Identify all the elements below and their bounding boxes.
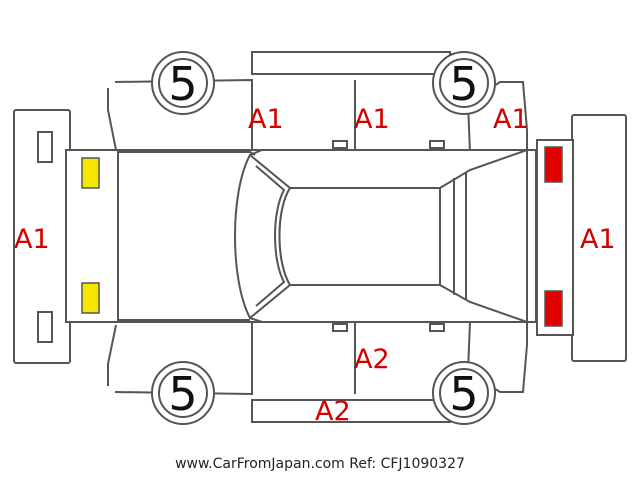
tire-front-left: 5 [151, 51, 215, 115]
roof [278, 187, 441, 286]
code-lower-door: A2 [354, 344, 390, 375]
upper-door-handle-front [332, 140, 348, 149]
code-roof-rear: A1 [493, 104, 529, 135]
watermark-text: www.CarFromJapan.com Ref: CFJ1090327 [175, 456, 465, 472]
tire-tread-value-front-left: 5 [168, 57, 197, 111]
upper-side-sill [251, 51, 451, 75]
upper-door-handle-rear [429, 140, 445, 149]
lower-door-handle-front [332, 323, 348, 332]
lower-door-handle-rear [429, 323, 445, 332]
code-side-sill: A2 [315, 396, 351, 427]
tire-tread-value-front-right: 5 [168, 367, 197, 421]
a-pillar-top [249, 149, 263, 156]
rear-window [439, 148, 528, 324]
a-pillar-bottom [249, 317, 263, 323]
code-front-bumper: A1 [14, 224, 50, 255]
windshield-inner-line [255, 165, 286, 307]
upper-front-fender-line [107, 88, 117, 151]
tire-tread-value-rear-left: 5 [449, 57, 478, 111]
front-bumper-tab-top [37, 131, 53, 163]
code-rear-bumper: A1 [580, 224, 616, 255]
tire-tread-value-rear-right: 5 [449, 367, 478, 421]
taillight-top [544, 146, 563, 183]
code-hood: A1 [248, 104, 284, 135]
tire-rear-right: 5 [432, 361, 496, 425]
headlight-top [81, 157, 100, 189]
lower-side-sill [251, 399, 451, 423]
taillight-bottom [544, 290, 563, 327]
lower-front-fender-line [107, 324, 117, 386]
tire-rear-left: 5 [432, 51, 496, 115]
code-roof-front: A1 [354, 104, 390, 135]
front-bumper-tab-bottom [37, 311, 53, 343]
headlight-bottom [81, 282, 100, 314]
tire-front-right: 5 [151, 361, 215, 425]
lower-side-body [114, 321, 528, 396]
upper-side-body [114, 78, 528, 153]
